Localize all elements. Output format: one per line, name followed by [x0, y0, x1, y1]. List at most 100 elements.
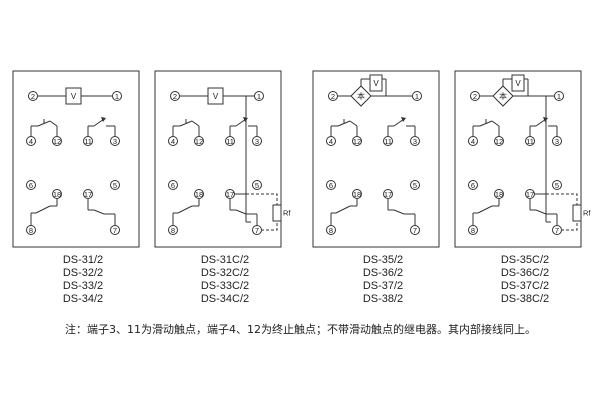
contact-blade — [335, 205, 351, 214]
terminal-circle — [410, 136, 420, 146]
terminal-label: 4 — [329, 137, 333, 146]
terminal-label: 8 — [329, 226, 333, 235]
panel-frame — [154, 70, 282, 248]
terminal-label: 1 — [257, 92, 261, 101]
terminal-label: 17 — [226, 190, 234, 199]
contact-blade — [535, 209, 547, 215]
terminal-circle — [26, 180, 36, 190]
contact-blade — [477, 205, 493, 214]
terminal-label: 12 — [353, 137, 361, 146]
panel-2-models: DS-31C/2 DS-32C/2 DS-33C/2 DS-34C/2 — [165, 254, 285, 306]
terminal-circle — [410, 180, 420, 190]
terminal-label: 3 — [413, 137, 417, 146]
terminal-label: 18 — [495, 190, 503, 199]
contact-blade — [235, 209, 247, 215]
contact-wire — [491, 120, 500, 127]
terminal-circle — [112, 91, 122, 101]
terminal-label: 1 — [415, 92, 419, 101]
terminal-label: 12 — [195, 137, 203, 146]
model-label: DS-34C/2 — [200, 293, 250, 305]
model-label: DS-37C/2 — [500, 280, 550, 292]
resistor-dashed-wire — [546, 193, 578, 231]
terminal-label: 12 — [495, 137, 503, 146]
contact-arrow — [543, 117, 548, 122]
terminal-label: 18 — [353, 190, 361, 199]
contact-arrow — [401, 117, 406, 122]
terminal-circle — [328, 91, 338, 101]
terminal-label: 4 — [471, 137, 475, 146]
terminal-label: 1 — [115, 92, 119, 101]
terminal-label: 11 — [384, 137, 392, 146]
panel-1-models: DS-31/2 DS-32/2 DS-33/2 DS-34/2 — [23, 254, 143, 306]
model-label: DS-35/2 — [362, 254, 404, 266]
terminal-label: 7 — [255, 226, 259, 235]
terminal-label: 8 — [29, 226, 33, 235]
terminal-circle — [326, 136, 336, 146]
terminal-label: 8 — [471, 226, 475, 235]
terminal-circle — [225, 189, 235, 199]
terminal-circle — [168, 180, 178, 190]
terminal-circle — [194, 189, 204, 199]
coil-label: V — [373, 79, 379, 88]
terminal-label: 6 — [471, 181, 475, 190]
terminal-label: 17 — [526, 190, 534, 199]
terminal-circle — [83, 136, 93, 146]
terminal-circle — [468, 136, 478, 146]
terminal-label: 6 — [171, 181, 175, 190]
terminal-label: 17 — [84, 190, 92, 199]
terminal-circle — [470, 91, 480, 101]
model-label: DS-34/2 — [62, 293, 104, 305]
terminal-circle — [110, 136, 120, 146]
coil-symbol — [369, 74, 383, 92]
terminal-label: 18 — [195, 190, 203, 199]
coil-symbol — [511, 74, 525, 92]
terminal-label: 7 — [555, 226, 559, 235]
terminal-label: 5 — [255, 181, 259, 190]
bridge-label: 本 — [357, 91, 365, 101]
terminal-label: 11 — [226, 137, 234, 146]
model-label: DS-36/2 — [362, 267, 404, 279]
terminal-circle — [83, 189, 93, 199]
terminal-circle — [194, 136, 204, 146]
terminal-label: 6 — [29, 181, 33, 190]
model-label: DS-31C/2 — [200, 254, 250, 266]
terminal-circle — [410, 225, 420, 235]
terminal-circle — [170, 91, 180, 101]
panel-3-models: DS-35/2 DS-36/2 DS-37/2 DS-38/2 — [323, 254, 443, 306]
coil-label: V — [515, 79, 521, 88]
terminal-circle — [252, 180, 262, 190]
terminal-label: 11 — [84, 137, 92, 146]
terminal-label: 5 — [113, 181, 117, 190]
terminal-circle — [383, 136, 393, 146]
terminal-label: 5 — [555, 181, 559, 190]
terminal-label: 5 — [413, 181, 417, 190]
terminal-label: 2 — [473, 92, 477, 101]
terminal-label: 3 — [555, 137, 559, 146]
terminal-label: 11 — [526, 137, 534, 146]
resistor-dashed-wire — [246, 193, 278, 231]
contact-arrow — [243, 117, 248, 122]
model-label: DS-32C/2 — [200, 267, 250, 279]
resistor-label: Rf — [583, 209, 591, 218]
terminal-circle — [110, 225, 120, 235]
contact-blade — [177, 205, 193, 214]
resistor-symbol — [572, 204, 582, 222]
terminal-circle — [554, 91, 564, 101]
resistor-label: Rf — [283, 209, 291, 218]
model-label: DS-36C/2 — [500, 267, 550, 279]
coil-label: V — [213, 92, 219, 101]
terminal-circle — [26, 136, 36, 146]
terminal-circle — [468, 180, 478, 190]
panel-4-models: DS-35C/2 DS-36C/2 DS-37C/2 DS-38C/2 — [465, 254, 585, 306]
model-label: DS-31/2 — [62, 254, 104, 266]
model-label: DS-32/2 — [62, 267, 104, 279]
bridge-label: 本 — [499, 91, 507, 101]
model-label: DS-33/2 — [62, 280, 104, 292]
terminal-label: 4 — [171, 137, 175, 146]
footnote: 注：端子3、11为滑动触点，端子4、12为终止触点；不带滑动触点的继电器。其内部… — [65, 323, 536, 336]
model-label: DS-33C/2 — [200, 280, 250, 292]
